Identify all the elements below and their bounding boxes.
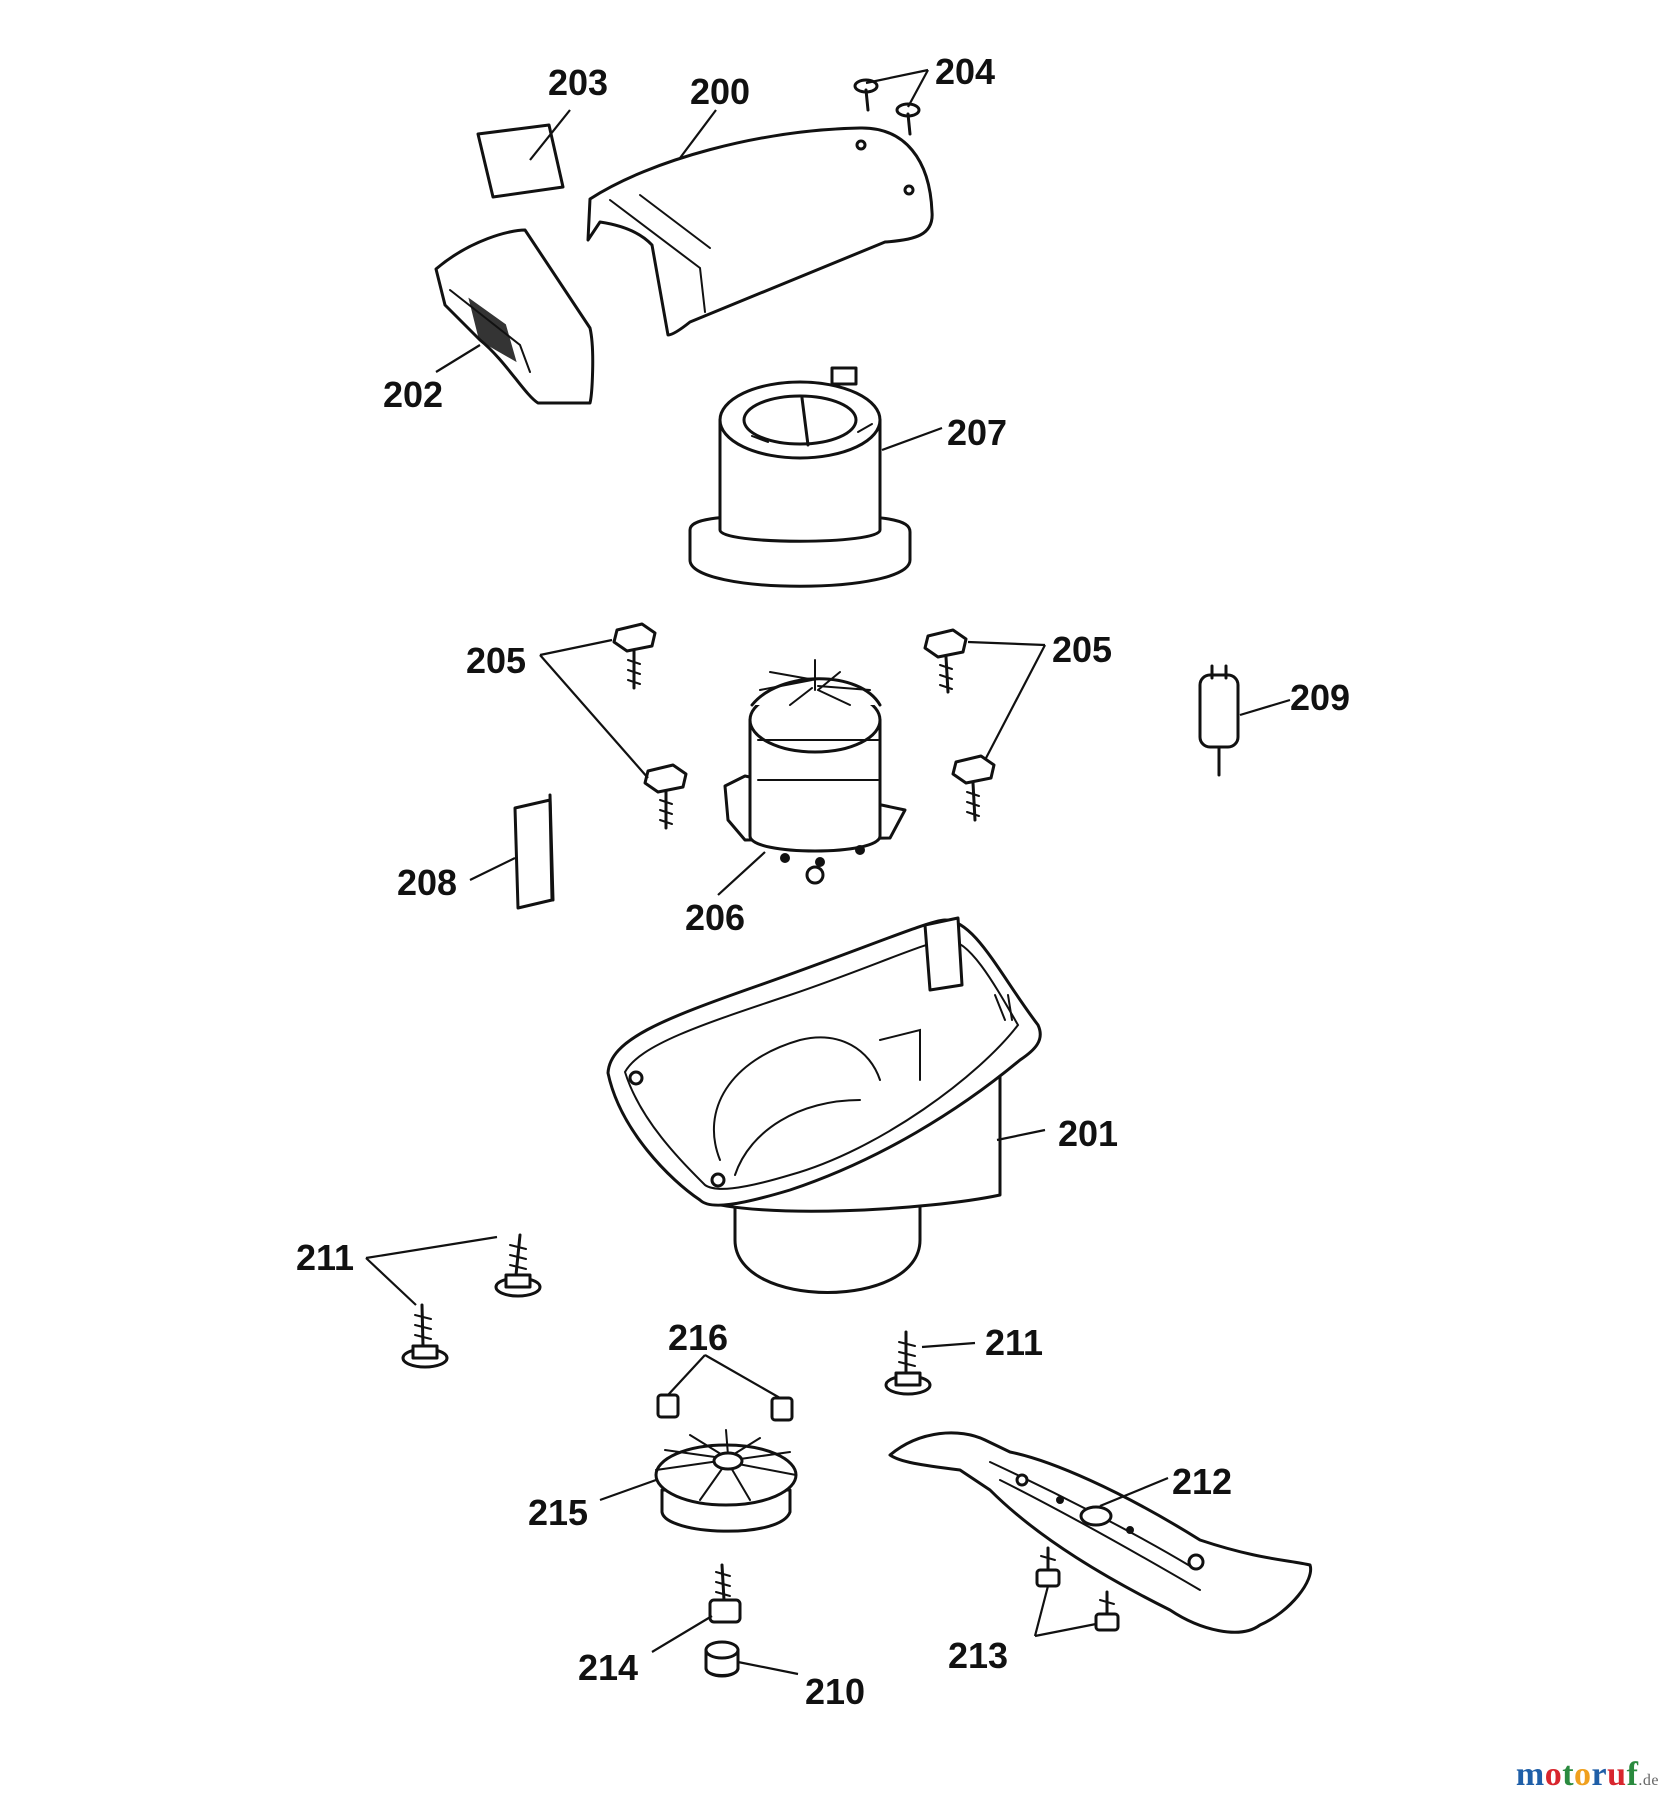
part-211-screw[interactable]: [494, 1233, 542, 1298]
part-211-screw[interactable]: [401, 1303, 449, 1369]
part-216-clip[interactable]: [656, 1393, 680, 1419]
part-201-deck-housing[interactable]: [606, 916, 1042, 1294]
label-211-right: 211: [985, 1322, 1043, 1363]
part-209-capacitor[interactable]: [1198, 664, 1240, 777]
part-204-screw[interactable]: [853, 78, 879, 112]
label-211-left: 211: [296, 1237, 354, 1278]
label-206: 206: [685, 897, 745, 938]
part-205-bolt[interactable]: [951, 754, 996, 822]
label-201: 201: [1058, 1113, 1118, 1154]
part-204-screw[interactable]: [895, 102, 921, 136]
watermark-letter: u: [1607, 1756, 1627, 1793]
part-205-bolt[interactable]: [643, 763, 688, 830]
part-207-motor-housing[interactable]: [688, 366, 912, 588]
label-205-right: 205: [1052, 629, 1112, 670]
label-204: 204: [935, 51, 995, 92]
part-205-bolt[interactable]: [923, 628, 968, 694]
part-200-top-cover[interactable]: [586, 126, 934, 337]
label-210: 210: [805, 1671, 865, 1712]
part-205-bolt[interactable]: [612, 622, 657, 690]
part-labels: 203 200 204 202 207 205 205 209 208 206 …: [296, 51, 1350, 1712]
part-202-front-cover[interactable]: [434, 228, 595, 405]
watermark-letter: r: [1591, 1756, 1608, 1793]
part-212-cutting-blade[interactable]: [888, 1431, 1313, 1634]
label-202: 202: [383, 374, 443, 415]
label-200: 200: [690, 71, 750, 112]
part-215-fan[interactable]: [654, 1429, 798, 1533]
watermark-letter: o: [1574, 1756, 1592, 1793]
label-203: 203: [548, 62, 608, 103]
part-211-screw[interactable]: [884, 1330, 932, 1396]
part-203-decal[interactable]: [476, 123, 565, 199]
label-216: 216: [668, 1317, 728, 1358]
part-213-screw[interactable]: [1035, 1546, 1061, 1588]
part-210-cap[interactable]: [704, 1640, 740, 1678]
watermark-letter: m: [1515, 1756, 1545, 1793]
label-205-left: 205: [466, 640, 526, 681]
watermark-letter: o: [1544, 1756, 1563, 1793]
part-206-electric-motor[interactable]: [723, 659, 907, 885]
label-214: 214: [578, 1647, 638, 1688]
label-212: 212: [1172, 1461, 1232, 1502]
label-209: 209: [1290, 677, 1350, 718]
label-208: 208: [397, 862, 457, 903]
part-213-screw[interactable]: [1094, 1590, 1120, 1632]
part-208-insulation-strip[interactable]: [513, 793, 555, 910]
watermark-logo: motoruf.de: [1516, 1756, 1659, 1794]
label-215: 215: [528, 1492, 588, 1533]
watermark-letter: f: [1626, 1756, 1639, 1793]
label-213: 213: [948, 1635, 1008, 1676]
label-207: 207: [947, 412, 1007, 453]
watermark-suffix: .de: [1638, 1772, 1659, 1789]
leader-lines: [365, 68, 1291, 1676]
part-216-clip[interactable]: [770, 1396, 794, 1422]
part-214-blade-bolt[interactable]: [708, 1563, 742, 1624]
watermark-letter: t: [1562, 1756, 1575, 1793]
